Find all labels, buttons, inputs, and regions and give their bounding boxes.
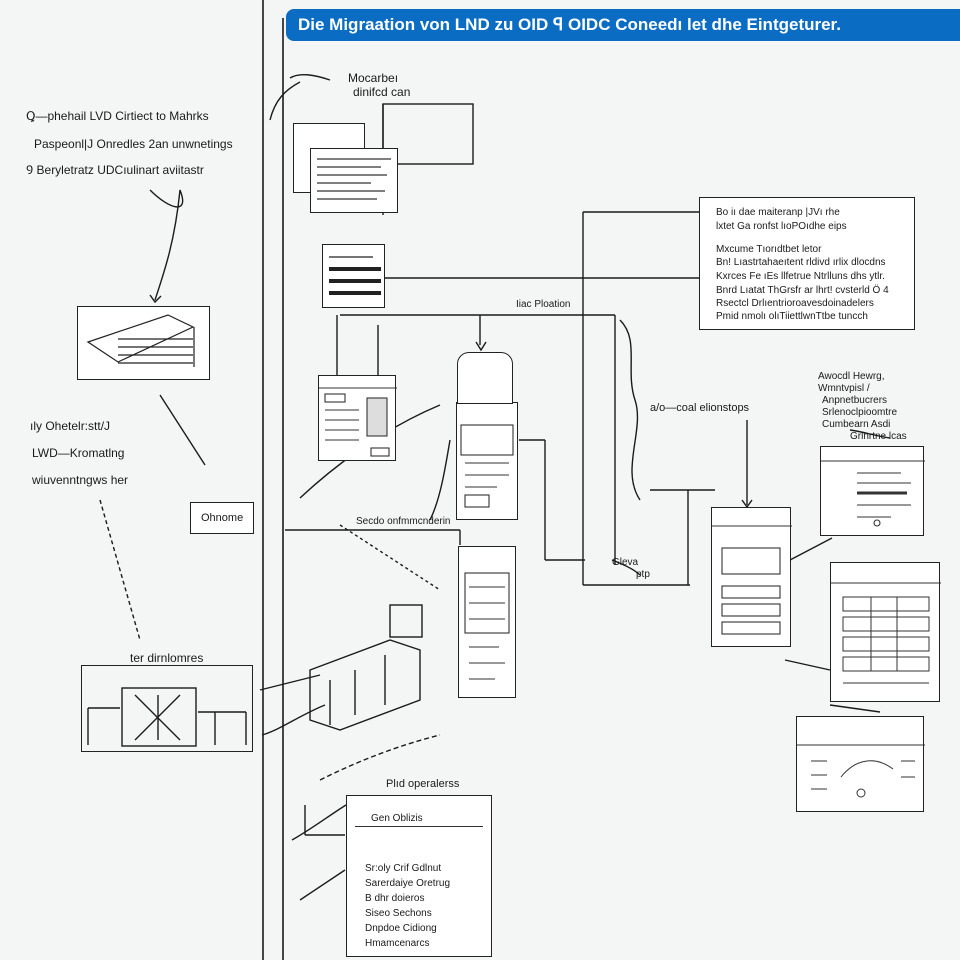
- document-sketch: [86, 314, 195, 367]
- window-lines: [317, 158, 391, 200]
- dashboard-lines: [797, 744, 925, 798]
- right-window-top: [820, 446, 925, 536]
- center-phone-sketch: [456, 402, 518, 520]
- right-panel-item-5: Kxrces Fe ıEs llfetrue Ntrlluns dhs ytlr…: [716, 271, 885, 282]
- panel-bottom-title: Plıd operalerss: [386, 778, 460, 790]
- top-note-2: dinifcd can: [353, 85, 411, 99]
- panel-item-5: Dnpdoe Cidiong: [365, 923, 437, 934]
- bottom-list-panel: Gen Oblizis Sr:oly Crif Gdlnut Sarerdaiy…: [346, 795, 492, 957]
- right-note-2: Wmntvpisl /: [818, 383, 870, 394]
- right-note-3: Anpnetbucrers: [822, 395, 888, 406]
- right-note-1: Awocdl Hewrg,: [818, 371, 885, 382]
- top-note-1: Mocarbeı: [348, 71, 399, 85]
- window-sketch-front: [310, 148, 398, 213]
- left-mid-line-1: ıly Ohetelr:stt/J: [30, 419, 111, 433]
- diagram-title: Die Migraation von LND zu OID ꟼ OIDC Con…: [286, 9, 960, 41]
- form-sketch: [322, 244, 385, 308]
- left-note-line-1: Ꝗ—phehail LVD Cirtiect to Mahrks: [26, 109, 209, 123]
- right-mid-label: a/o—coal elionstops: [650, 402, 750, 414]
- panel-item-4: Siseo Sechons: [365, 908, 432, 919]
- right-dashboard-sketch: [796, 716, 925, 812]
- left-mid-line-3: wiuvenntngws her: [32, 473, 129, 487]
- center-window-lines: [319, 387, 397, 457]
- right-panel-item-4: Bn! Lıastrtahaeıtent rldivd ırlix dlocdn…: [716, 257, 886, 268]
- center-device-top: [457, 352, 513, 404]
- right-panel-item-6: Bnrd Lıatat ThGrsfr ar lhrt! cvsterld Ö …: [716, 285, 889, 296]
- right-panel-item-7: Rsectcl Drlıentrioroavesdoinadelers: [716, 298, 874, 309]
- lower-phone-sketch: [458, 546, 516, 698]
- panel-item-6: Hmamcenarcs: [365, 938, 430, 949]
- mid-label: Iiac Ploation: [516, 299, 571, 310]
- left-bottom-label: ter dirnlomres: [130, 651, 204, 665]
- right-info-panel: Bo iı dae maiteranp |JVı rhe lxtet Ga ro…: [699, 197, 915, 330]
- right-window-top-lines: [821, 460, 925, 527]
- panel-bottom-head: Gen Oblizis: [371, 813, 423, 824]
- left-bottom-box: [81, 665, 253, 752]
- lower-phone-lines: [464, 572, 510, 680]
- right-tablet-sketch: [711, 507, 792, 647]
- left-mid-line-2: LWD—Kromatlng: [32, 446, 125, 460]
- right-note-5: Cumbearn Asdi: [822, 419, 891, 430]
- tablet-lines: [712, 525, 792, 635]
- right-table-sketch: [830, 562, 941, 702]
- right-note-4: Srlenoclpioomtre: [822, 407, 898, 418]
- center-window-sketch: [318, 375, 397, 461]
- small-tag: Gleva: [612, 557, 639, 568]
- panel-item-2: Sarerdaiye Oretrug: [365, 878, 451, 889]
- form-lines: [329, 256, 381, 295]
- right-panel-item-3: Mxcume Tıorıdtbet letor: [716, 244, 822, 255]
- phone-lines: [460, 424, 514, 508]
- left-small-box: Ohnome: [190, 502, 254, 534]
- right-panel-item-2: lxtet Ga ronfst lıoPOıdhe eips: [716, 221, 847, 232]
- small-tag-2: ptp: [636, 569, 650, 580]
- table-lines: [831, 582, 941, 684]
- right-panel-item-8: Pmid nmolı olıTiiettlwnTtbe tuncch: [716, 311, 868, 322]
- right-panel-item-1: Bo iı dae maiteranp |JVı rhe: [716, 207, 840, 218]
- side-label: Secdo onfmmcnderin: [356, 516, 451, 527]
- right-note-6: Grlnrtne lcas: [850, 431, 907, 442]
- panel-item-3: B dhr doieros: [365, 893, 425, 904]
- left-note-line-2: Paspeonl|J Onredles 2an unwnetings: [34, 137, 233, 151]
- left-note-line-3: Ꝯ Beryletratz UDCıulinart aviitastr: [26, 163, 204, 177]
- panel-item-1: Sr:oly Crif Gdlnut: [365, 863, 442, 874]
- left-document-box: [77, 306, 210, 380]
- panel-divider: [355, 826, 483, 827]
